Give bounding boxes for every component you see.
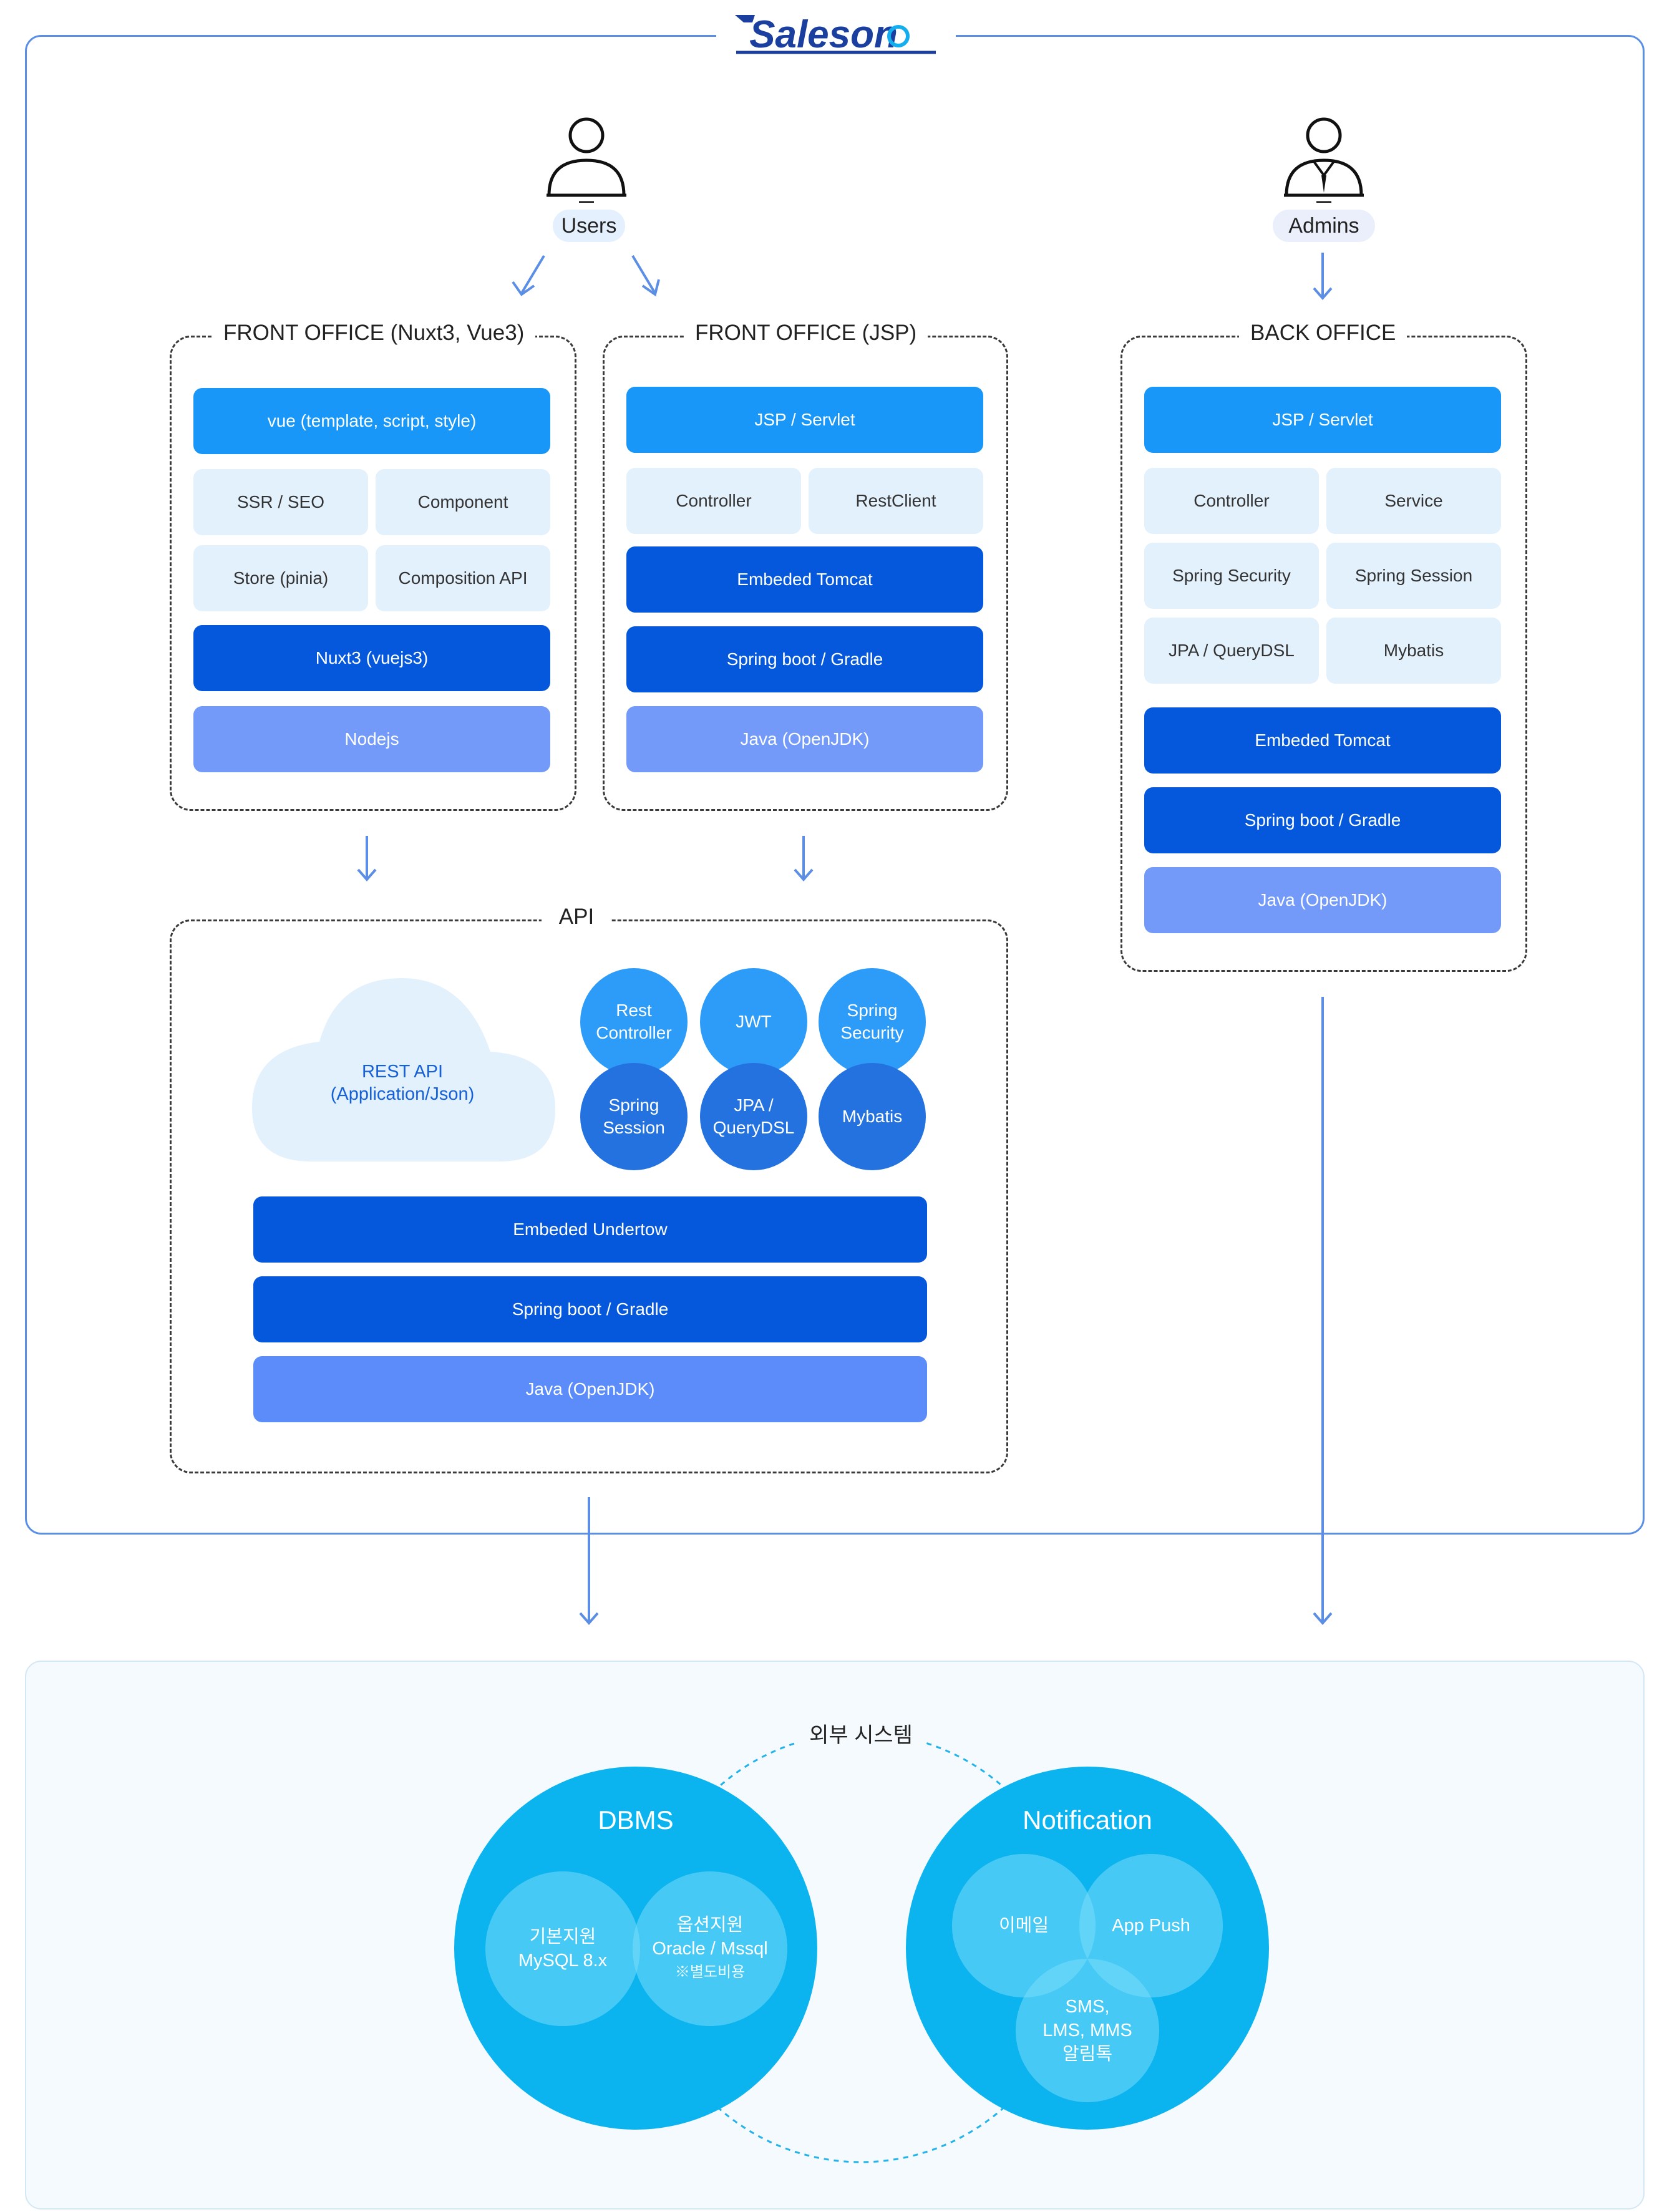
arrow-users-to-vue xyxy=(520,255,545,294)
bo-spring-session-block: Spring Session xyxy=(1326,543,1501,609)
sms-circle: SMS, LMS, MMS 알림톡 xyxy=(1016,1959,1159,2102)
restclient-block: RestClient xyxy=(809,468,983,534)
store-pinia-block: Store (pinia) xyxy=(193,545,368,611)
sms-line-3: 알림톡 xyxy=(1062,2044,1113,2064)
vue-block: vue (template, script, style) xyxy=(193,388,550,454)
sms-line-2: LMS, MMS xyxy=(1043,2020,1132,2040)
rest-api-label: REST API (Application/Json) xyxy=(330,1062,475,1104)
dbms-option-value: Oracle / Mssql xyxy=(652,1939,768,1959)
rest-api-cloud xyxy=(252,978,555,1162)
spring-session-circle: Spring Session xyxy=(580,1063,688,1170)
bo-java-openjdk-block: Java (OpenJDK) xyxy=(1144,867,1501,933)
external-systems-label: 외부 시스템 xyxy=(799,1719,923,1752)
dbms-basic-value: MySQL 8.x xyxy=(518,1951,608,1971)
embeded-undertow-block: Embeded Undertow xyxy=(253,1196,927,1263)
arrow-users-to-jsp xyxy=(631,255,656,294)
rest-controller-circle: Rest Controller xyxy=(580,968,688,1075)
dbms-basic-circle: 기본지원 MySQL 8.x xyxy=(485,1871,640,2026)
nuxt3-block: Nuxt3 (vuejs3) xyxy=(193,625,550,691)
dbms-basic-label: 기본지원 xyxy=(529,1927,596,1947)
jpa-querydsl-circle: JPA / QueryDSL xyxy=(700,1063,807,1170)
saleson-logo: Saleson xyxy=(716,4,956,66)
dbms-title: DBMS xyxy=(598,1805,674,1835)
back-office-title: BACK OFFICE xyxy=(1239,319,1407,347)
controller-block: Controller xyxy=(626,468,801,534)
notification-title: Notification xyxy=(1023,1805,1152,1835)
bo-service-block: Service xyxy=(1326,468,1501,534)
svg-text:Saleson: Saleson xyxy=(749,13,898,56)
bo-jsp-servlet-block: JSP / Servlet xyxy=(1144,387,1501,453)
java-openjdk-block: Java (OpenJDK) xyxy=(626,706,983,772)
bo-spring-security-block: Spring Security xyxy=(1144,543,1319,609)
sms-line-1: SMS, xyxy=(1065,1997,1110,2017)
front-office-jsp-title: FRONT OFFICE (JSP) xyxy=(684,319,928,347)
users-label: Users xyxy=(553,210,625,242)
embeded-tomcat-block: Embeded Tomcat xyxy=(626,546,983,613)
component-block: Component xyxy=(376,469,550,535)
dbms-option-note: ※별도비용 xyxy=(674,1964,746,1981)
bo-spring-boot-block: Spring boot / Gradle xyxy=(1144,787,1501,853)
spring-security-circle: Spring Security xyxy=(819,968,926,1075)
composition-api-block: Composition API xyxy=(376,545,550,611)
email-label: 이메일 xyxy=(998,1916,1049,1936)
external-systems-panel xyxy=(25,1661,1645,2210)
app-push-label: App Push xyxy=(1112,1916,1190,1936)
admin-icon xyxy=(1284,117,1364,203)
user-icon xyxy=(547,117,626,203)
bo-controller-block: Controller xyxy=(1144,468,1319,534)
bo-mybatis-block: Mybatis xyxy=(1326,618,1501,684)
dbms-option-circle: 옵션지원 Oracle / Mssql ※별도비용 xyxy=(633,1871,787,2026)
bo-embeded-tomcat-block: Embeded Tomcat xyxy=(1144,707,1501,774)
jsp-servlet-block: JSP / Servlet xyxy=(626,387,983,453)
dbms-option-label: 옵션지원 xyxy=(676,1915,744,1935)
bo-jpa-querydsl-block: JPA / QueryDSL xyxy=(1144,618,1319,684)
saleson-logo-mark: Saleson xyxy=(735,13,936,56)
admins-label: Admins xyxy=(1273,210,1375,242)
api-spring-boot-block: Spring boot / Gradle xyxy=(253,1276,927,1342)
jwt-circle: JWT xyxy=(700,968,807,1075)
nodejs-block: Nodejs xyxy=(193,706,550,772)
api-java-openjdk-block: Java (OpenJDK) xyxy=(253,1356,927,1422)
spring-boot-block: Spring boot / Gradle xyxy=(626,626,983,692)
api-title: API xyxy=(542,903,611,931)
front-office-vue-title: FRONT OFFICE (Nuxt3, Vue3) xyxy=(212,319,536,347)
mybatis-circle: Mybatis xyxy=(819,1063,926,1170)
ssr-seo-block: SSR / SEO xyxy=(193,469,368,535)
